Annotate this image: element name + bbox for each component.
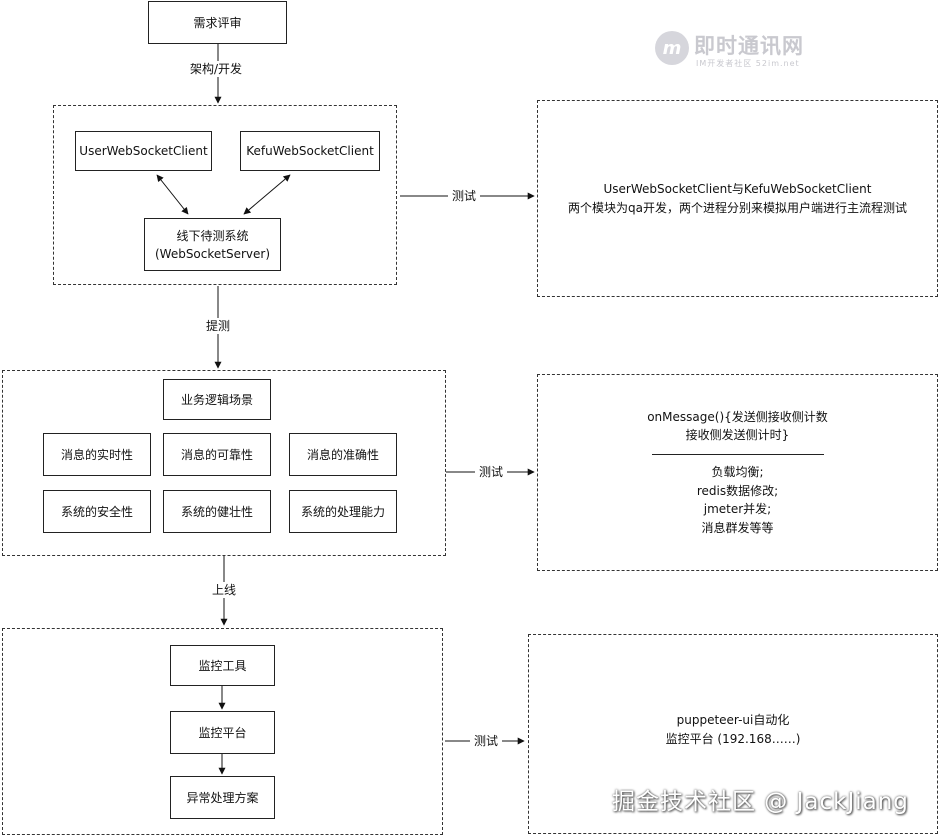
note2-item: 消息群发等等 [701,520,774,535]
node-sys-security: 系统的安全性 [43,490,151,533]
brand-logo-icon: m [655,31,689,65]
note2-item: 负载均衡; [711,464,764,479]
label-go-live: 上线 [208,582,241,598]
label-test-2: 测试 [475,464,508,480]
node-user-websocket-client: UserWebSocketClient [75,131,212,171]
group-production [2,628,443,835]
node-sys-processing: 系统的处理能力 [289,490,397,533]
node-msg-reliable: 消息的可靠性 [163,433,271,476]
note2-item: jmeter并发; [703,502,772,517]
note2-line1: onMessage(){发送侧接收侧计数 [647,409,828,424]
note-test-details: onMessage(){发送侧接收侧计数 接收侧发送侧计时} 负载均衡; red… [537,374,938,571]
node-monitor-platform: 监控平台 [170,711,275,754]
node-kefu-websocket-client: KefuWebSocketClient [240,131,380,171]
note-monitoring: puppeteer-ui自动化 监控平台 (192.168……) [528,634,938,834]
brand-logo-text: 即时通讯网 [694,34,804,58]
node-sys-robust: 系统的健壮性 [163,490,271,533]
node-business-logic: 业务逻辑场景 [163,379,271,420]
node-msg-accuracy: 消息的准确性 [289,433,397,476]
node-exception-plan: 异常处理方案 [170,776,275,819]
brand-logo-subtitle: IM开发者社区 52im.net [696,59,800,68]
group-testing [2,370,446,556]
note3-line2: 监控平台 (192.168……) [665,732,801,746]
label-test-3: 测试 [470,733,503,749]
note1-line2: 两个模块为qa开发，两个进程分别来模拟用户端进行主流程测试 [568,200,907,215]
label-arch-dev: 架构/开发 [186,61,247,77]
label-test-1: 测试 [448,188,481,204]
note2-divider [651,453,824,455]
note1-line1: UserWebSocketClient与KefuWebSocketClient [603,181,872,196]
note-client-modules: UserWebSocketClient与KefuWebSocketClient … [537,100,938,297]
watermark-text: 掘金技术社区 @ JackJiang [612,789,909,815]
node-monitor-tool: 监控工具 [170,645,275,686]
note2-item: redis数据修改; [696,483,779,498]
node-offline-system: 线下待测系统 (WebSocketServer) [144,218,281,271]
group-development [53,105,397,285]
edge-user-system [156,174,189,215]
node-msg-realtime: 消息的实时性 [43,433,151,476]
label-submit-test: 提测 [202,318,235,334]
note2-line2: 接收侧发送侧计时} [685,428,790,443]
node-requirement-review: 需求评审 [148,1,287,44]
edge-kefu-system [243,174,291,215]
note3-line1: puppeteer-ui自动化 [676,713,790,728]
